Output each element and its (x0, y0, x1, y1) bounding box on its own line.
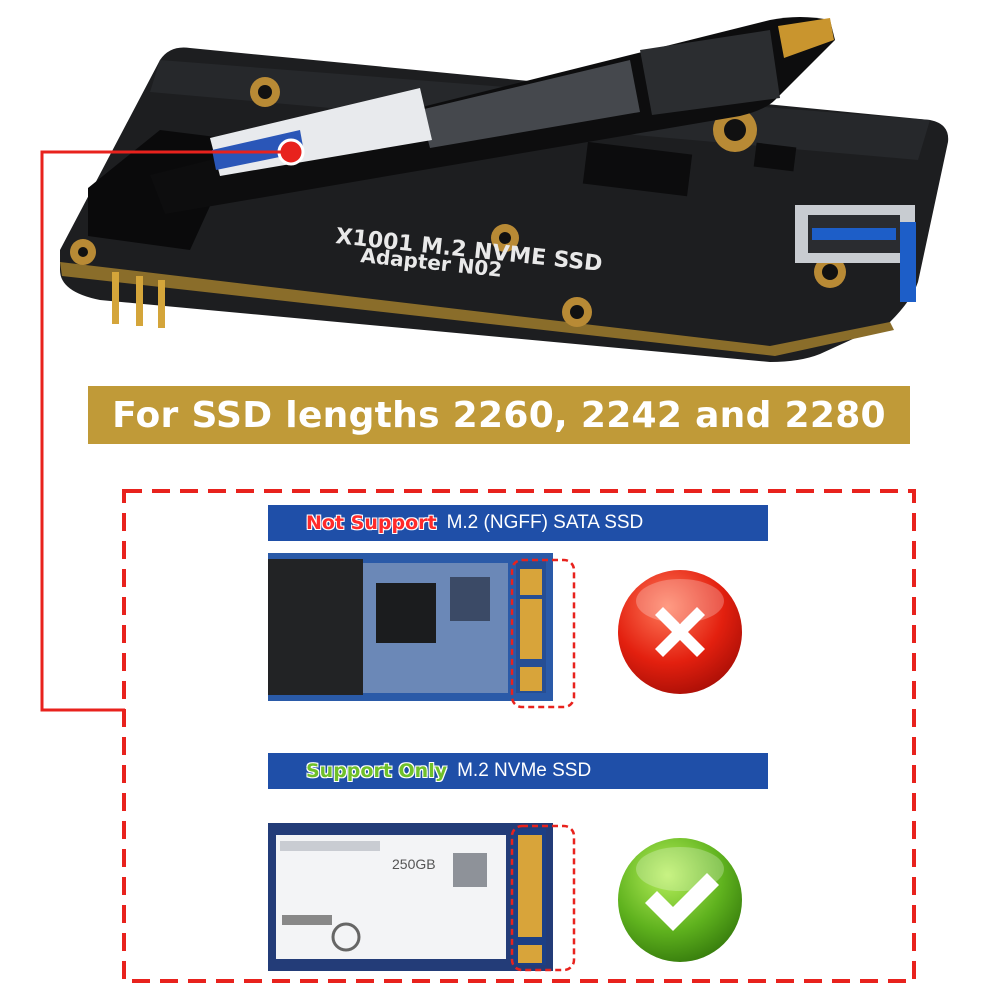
sata-ssd-photo (268, 553, 553, 701)
nvme-key-highlight (510, 824, 576, 972)
pointer-dot (277, 138, 305, 166)
nvme-ssd-label: M.2 NVMe SSD (457, 760, 592, 781)
not-support-label: Not Support (306, 512, 437, 534)
product-photo: X1001 M.2 NVME SSD Adapter N02 (60, 17, 949, 362)
small-chip (753, 142, 797, 172)
headline-text: For SSD lengths 2260, 2242 and 2280 (112, 394, 886, 436)
nvme-info-bar: Support Only M.2 NVMe SSD (268, 753, 768, 789)
support-only-label: Support Only (306, 760, 448, 782)
sata-key-highlight (510, 558, 576, 709)
green-check-icon (618, 838, 742, 962)
nvme-capacity: 250GB (392, 856, 436, 872)
sata-ssd-label: M.2 (NGFF) SATA SSD (446, 512, 644, 533)
usb-port (795, 205, 916, 302)
headline-banner: For SSD lengths 2260, 2242 and 2280 (88, 386, 910, 444)
red-cross-icon (618, 570, 742, 694)
nvme-ssd-photo: 250GB (268, 823, 553, 971)
sata-info-bar: Not Support M.2 (NGFF) SATA SSD (268, 505, 768, 541)
controller-chip (582, 141, 693, 197)
